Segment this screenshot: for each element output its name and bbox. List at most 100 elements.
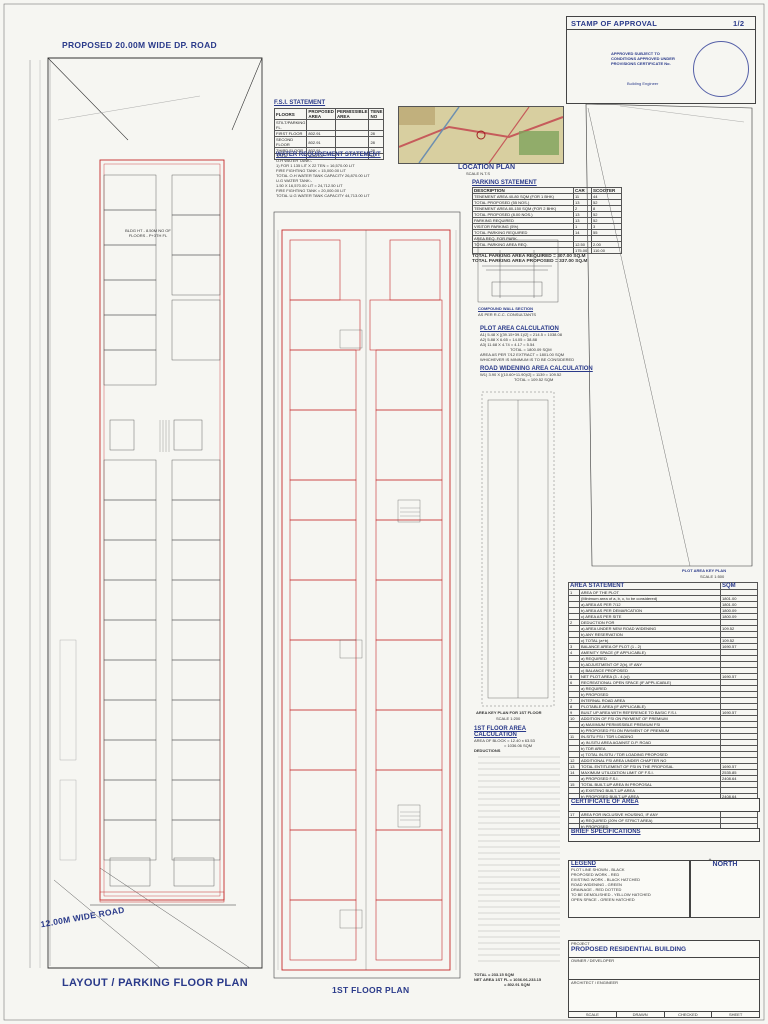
fsi-cell bbox=[334, 136, 370, 148]
fsi-cell bbox=[306, 119, 336, 131]
owner-label: OWNER / DEVELOPER bbox=[571, 958, 615, 963]
first-floor-plan-graphic bbox=[273, 211, 461, 979]
parking-required-total: TOTAL PARKING AREA REQUIRED = 307.00 SQ.… bbox=[472, 254, 586, 259]
compound-wall-title: COMPOUND WALL SECTION bbox=[478, 306, 534, 311]
building-height-note: BLDG HT - 8.50M NO OF FLOORS - P+3TH FL bbox=[125, 228, 171, 238]
legend-item: EXISTING WORK - BLACK HATCHED bbox=[571, 877, 641, 882]
sheet-number: 1/2 bbox=[733, 19, 745, 28]
fsi-header: TENE NO bbox=[368, 108, 385, 120]
floor-area-total-deductions: TOTAL = 233.15 SQM bbox=[474, 972, 514, 977]
table-row: b) PROPOSED bbox=[568, 691, 758, 698]
fsi-table: FLOORS PROPOSED AREA PERMISSIBLE AREA TE… bbox=[273, 108, 385, 160]
table-row: STILT/PARKING FL. bbox=[273, 119, 385, 131]
location-plan-map bbox=[398, 106, 564, 164]
plot-key-plan-caption: PLOT AREA KEY PLAN bbox=[682, 568, 727, 573]
layout-plan-graphic bbox=[29, 57, 263, 969]
approval-seal-icon bbox=[693, 41, 749, 97]
title-block-col: CHECKED bbox=[665, 1012, 713, 1017]
certificate-of-area: CERTIFICATE OF AREA bbox=[568, 798, 760, 812]
fsi-cell: 84 bbox=[368, 153, 385, 160]
legend-title: LEGEND bbox=[571, 861, 597, 867]
fsi-cell: 802.91 bbox=[306, 136, 336, 148]
plot-area-line: AREA AS PER 7/12 EXTRACT = 1801.00 SQM bbox=[480, 352, 565, 357]
project-name: PROPOSED RESIDENTIAL BUILDING bbox=[571, 946, 687, 953]
area-statement-title: AREA STATEMENT bbox=[568, 582, 721, 590]
fsi-cell: 28 bbox=[368, 136, 385, 148]
water-line: FIRE FIGHTING TANK = 15,000.00 LIT bbox=[276, 168, 346, 173]
compound-wall-subtitle: AS PER R.C.C. CONSULTANTS bbox=[478, 312, 537, 317]
north-label: NORTH bbox=[712, 861, 738, 868]
architect-label: ARCHITECT / ENGINEER bbox=[571, 980, 619, 985]
floor-area-net-total: = 802.91 SQM bbox=[504, 982, 530, 987]
plot-key-plan-scale: SCALE 1:500 bbox=[700, 574, 725, 579]
stamp-of-approval-box: STAMP OF APPROVAL 1/2 APPROVED SUBJECT T… bbox=[566, 16, 756, 104]
parking-cell: 175.00 bbox=[572, 247, 593, 254]
brief-specifications: BRIEF SPECIFICATIONS bbox=[568, 828, 760, 842]
legend-box: LEGEND PLOT LINE SHOWN - BLACK PROPOSED … bbox=[568, 860, 690, 918]
area-statement-unit: SQM bbox=[720, 582, 758, 590]
location-plan-title: LOCATION PLAN bbox=[458, 164, 516, 171]
road-widening-calculation: ROAD WIDENING AREA CALCULATION W1) 3.90 … bbox=[480, 366, 600, 382]
water-line: 1.50 X 16,570.00 LIT = 24,712.50 LIT bbox=[276, 183, 343, 188]
stamp-sign: Building Engineer bbox=[627, 81, 659, 86]
first-floor-area-calculation: 1ST FLOOR AREA CALCULATION AREA OF BLOCK… bbox=[474, 726, 564, 987]
legend-item: DRAINAGE - RED DOTTED bbox=[571, 887, 622, 892]
fsi-cell: FIRST FLOOR bbox=[273, 130, 308, 137]
floor-area-title: 1ST FLOOR AREA CALCULATION bbox=[474, 726, 527, 738]
legend-item: PLOT LINE SHOWN - BLACK bbox=[571, 867, 625, 872]
plot-area-line: WHICHEVER IS MINIMUM IS TO BE CONSIDERED bbox=[480, 357, 575, 362]
parking-title: PARKING STATEMENT bbox=[472, 180, 537, 186]
water-line: O.H WATER TANK:- bbox=[276, 158, 313, 163]
floor-area-block-total: = 1036.06 SQM bbox=[504, 743, 533, 748]
north-box: NORTH bbox=[690, 860, 760, 918]
parking-proposed-total: TOTAL PARKING AREA PROPOSED = 337.00 SQ.… bbox=[472, 259, 588, 264]
top-road-label: PROPOSED 20.00M WIDE DP. ROAD bbox=[62, 40, 217, 50]
water-requirement-statement: WATER REQUIREMENT STATEMENT O.H WATER TA… bbox=[276, 152, 456, 198]
plot-area-line: A2) 5.88 X 6.65 = 14.05 = 38.88 bbox=[480, 337, 537, 342]
title-block: PROJECT PROPOSED RESIDENTIAL BUILDING OW… bbox=[568, 940, 760, 1018]
road-widening-line: W1) 3.90 X [(10.60+11.90)/2] = 1139 = 10… bbox=[480, 372, 562, 377]
water-line: 1) FOR 1 135 LIT X 22 TEN = 16,570.00 LI… bbox=[276, 163, 355, 168]
legend-item: ROAD WIDENING - GREEN bbox=[571, 882, 622, 887]
specifications-title: BRIEF SPECIFICATIONS bbox=[571, 829, 641, 835]
legend-item: PROPOSED WORK - RED bbox=[571, 872, 620, 877]
parking-cell bbox=[472, 247, 574, 254]
floor-area-net: NET AREA 1ST FL = 1036.06-233.15 bbox=[474, 977, 542, 982]
stamp-title: STAMP OF APPROVAL bbox=[571, 19, 658, 28]
fsi-statement: F.S.I. STATEMENT FLOORS PROPOSED AREA PE… bbox=[273, 100, 385, 160]
plot-area-calculation: PLOT AREA CALCULATION A1) 5.48 X [(39.15… bbox=[480, 326, 600, 362]
water-line: U.G WATER TANK:- bbox=[276, 178, 313, 183]
plot-area-line: TOTAL = 1800.09 SQM bbox=[510, 347, 552, 352]
fsi-cell: STILT/PARKING FL. bbox=[273, 119, 308, 131]
fsi-title: F.S.I. STATEMENT bbox=[274, 100, 326, 106]
fsi-header: FLOORS bbox=[273, 108, 308, 120]
parking-cell: 110.00 bbox=[591, 247, 622, 254]
title-block-col: DRAWN bbox=[617, 1012, 665, 1017]
certificate-title: CERTIFICATE OF AREA bbox=[571, 799, 639, 805]
title-block-col: SCALE bbox=[569, 1012, 617, 1017]
water-line: FIRE FIGHTING TANK = 20,000.00 LIT bbox=[276, 188, 346, 193]
floor-area-deductions-title: DEDUCTIONS bbox=[474, 748, 501, 753]
fsi-header: PROPOSED AREA bbox=[306, 108, 336, 120]
fsi-cell: SECOND FLOOR bbox=[273, 136, 308, 148]
fsi-cell: TOTAL bbox=[273, 153, 308, 160]
layout-plan-title: LAYOUT / PARKING FLOOR PLAN bbox=[62, 977, 248, 989]
road-widening-title: ROAD WIDENING AREA CALCULATION bbox=[480, 366, 593, 372]
water-line: TOTAL U.G WATER TANK CAPACITY 44,713.00 … bbox=[276, 193, 370, 198]
fsi-header: PERMISSIBLE AREA bbox=[334, 108, 370, 120]
deduction-rows-graphic bbox=[478, 756, 560, 962]
area-key-plan-graphic bbox=[585, 103, 753, 567]
fsi-cell bbox=[334, 119, 370, 131]
plot-area-line: A1) 5.48 X [(39.15+39.1)/2] = 214.5 = 10… bbox=[480, 332, 562, 337]
first-floor-plan-title: 1ST FLOOR PLAN bbox=[332, 985, 410, 995]
title-block-col: SHEET bbox=[728, 1012, 743, 1017]
legend-item: OPEN SPACE - GREEN HATCHED bbox=[571, 897, 635, 902]
